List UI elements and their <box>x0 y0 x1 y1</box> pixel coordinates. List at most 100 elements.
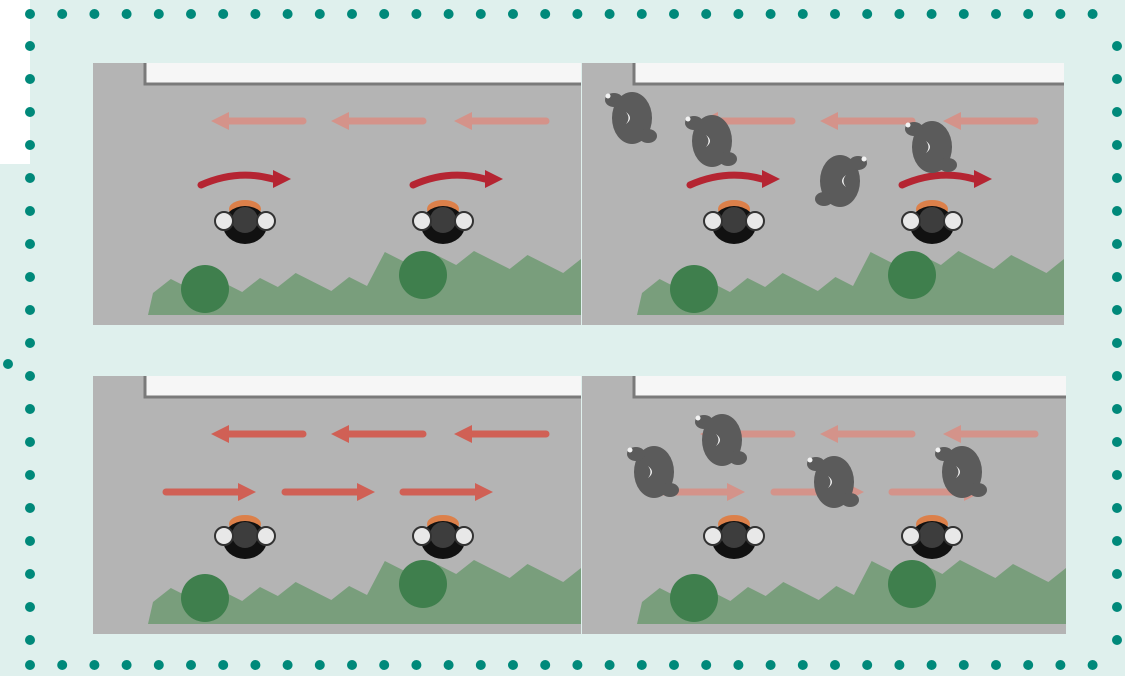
officer-hand-left <box>902 527 920 545</box>
border-dot <box>25 239 35 249</box>
border-dot <box>250 9 260 19</box>
border-dot <box>1112 173 1122 183</box>
border-dot <box>25 503 35 513</box>
pedestrian-hand <box>606 94 611 99</box>
bush <box>888 560 936 608</box>
border-dot <box>927 660 937 670</box>
border-dot <box>701 9 711 19</box>
pedestrian-hand <box>906 123 911 128</box>
border-dot <box>1088 9 1098 19</box>
border-dot <box>991 660 1001 670</box>
border-dot <box>25 107 35 117</box>
bush <box>181 265 229 313</box>
pedestrian-hand <box>628 448 633 453</box>
border-dot <box>637 660 647 670</box>
border-dot <box>1112 272 1122 282</box>
bush <box>399 560 447 608</box>
border-dot <box>605 9 615 19</box>
panel-top-right <box>582 63 1064 325</box>
border-dot <box>25 41 35 51</box>
officer-hand-right <box>257 527 275 545</box>
bush <box>181 574 229 622</box>
panel-bottom-right <box>582 376 1066 634</box>
border-dot <box>1088 660 1098 670</box>
border-dot <box>1112 503 1122 513</box>
officer-hand-left <box>413 527 431 545</box>
border-dot <box>669 660 679 670</box>
border-dot <box>1112 371 1122 381</box>
pedestrian-arm <box>729 451 747 465</box>
border-dot <box>315 9 325 19</box>
border-dot <box>1112 635 1122 645</box>
border-dot <box>154 9 164 19</box>
border-dot <box>1112 404 1122 414</box>
border-dot <box>540 9 550 19</box>
border-dot <box>476 9 486 19</box>
officer-hand-right <box>746 527 764 545</box>
border-dot <box>25 404 35 414</box>
border-dot <box>1112 437 1122 447</box>
border-dot <box>25 635 35 645</box>
border-dot <box>25 272 35 282</box>
bush <box>670 265 718 313</box>
officer-hand-right <box>455 527 473 545</box>
officer-hand-right <box>257 212 275 230</box>
border-dot <box>1055 9 1065 19</box>
border-dot <box>25 305 35 315</box>
border-dot <box>186 9 196 19</box>
border-dot <box>798 9 808 19</box>
border-dot <box>476 660 486 670</box>
officer-hand-left <box>215 527 233 545</box>
border-dot <box>218 660 228 670</box>
border-dot <box>347 660 357 670</box>
border-dot <box>25 437 35 447</box>
border-dot <box>186 660 196 670</box>
pedestrian-hand <box>862 157 867 162</box>
officer-hand-right <box>944 212 962 230</box>
officer-hand-left <box>215 212 233 230</box>
officer-head <box>232 207 258 233</box>
border-dot <box>1112 338 1122 348</box>
border-dot <box>1055 660 1065 670</box>
pedestrian-hand <box>686 117 691 122</box>
border-dot <box>1112 107 1122 117</box>
pedestrian-arm <box>639 129 657 143</box>
border-dot <box>508 660 518 670</box>
border-dot <box>637 9 647 19</box>
border-dot <box>25 536 35 546</box>
border-dot <box>122 9 132 19</box>
border-dot <box>1112 74 1122 84</box>
border-dot <box>25 9 35 19</box>
border-dot <box>218 9 228 19</box>
border-dot <box>959 9 969 19</box>
pedestrian-arm <box>969 483 987 497</box>
officer-hand-right <box>746 212 764 230</box>
border-dot <box>315 660 325 670</box>
border-dot <box>1112 536 1122 546</box>
border-dot <box>444 9 454 19</box>
border-dot <box>508 9 518 19</box>
border-dot <box>347 9 357 19</box>
officer-head <box>721 522 747 548</box>
border-dot <box>1112 41 1122 51</box>
border-dot <box>540 660 550 670</box>
officer-head <box>721 207 747 233</box>
officer-head <box>919 522 945 548</box>
border-dot <box>57 660 67 670</box>
border-dot <box>766 660 776 670</box>
border-dot <box>733 9 743 19</box>
border-dot <box>25 569 35 579</box>
border-dot <box>1112 140 1122 150</box>
border-dot <box>830 9 840 19</box>
officer-hand-left <box>704 527 722 545</box>
officer-head <box>430 207 456 233</box>
panel-top-left <box>93 63 581 325</box>
border-dot <box>411 9 421 19</box>
border-dot <box>25 602 35 612</box>
top-left-white-band <box>0 0 30 164</box>
sidewalk <box>634 63 1064 83</box>
officer-head <box>919 207 945 233</box>
border-dot <box>766 9 776 19</box>
officer-hand-right <box>944 527 962 545</box>
pedestrian-arm <box>661 483 679 497</box>
